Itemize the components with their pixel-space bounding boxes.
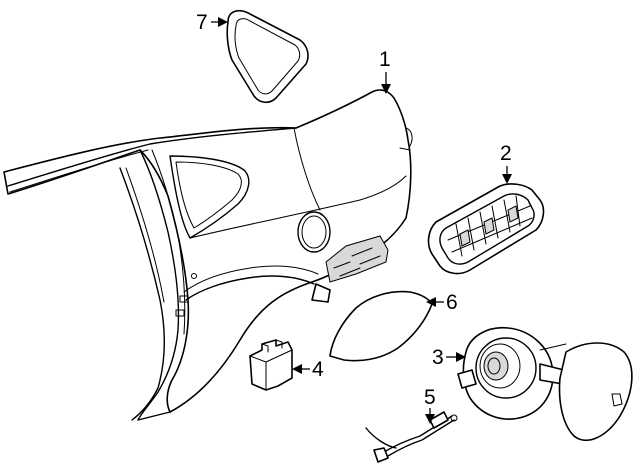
callout-1: 1 xyxy=(379,48,391,71)
quarter-panel-icon xyxy=(3,89,413,421)
insulator-pad-icon xyxy=(329,290,433,362)
air-vent-icon xyxy=(427,183,545,275)
bracket-icon xyxy=(249,339,293,391)
callout-2: 2 xyxy=(500,142,512,165)
callout-5: 5 xyxy=(424,386,436,409)
fuel-door-icon xyxy=(558,342,633,441)
callout-3: 3 xyxy=(432,346,444,369)
callout-7: 7 xyxy=(196,11,208,34)
window-glass-icon xyxy=(226,9,309,104)
release-cable-icon xyxy=(365,411,458,463)
callout-4: 4 xyxy=(312,358,324,381)
callout-6: 6 xyxy=(446,291,458,314)
fuel-door-housing-icon xyxy=(457,327,575,420)
